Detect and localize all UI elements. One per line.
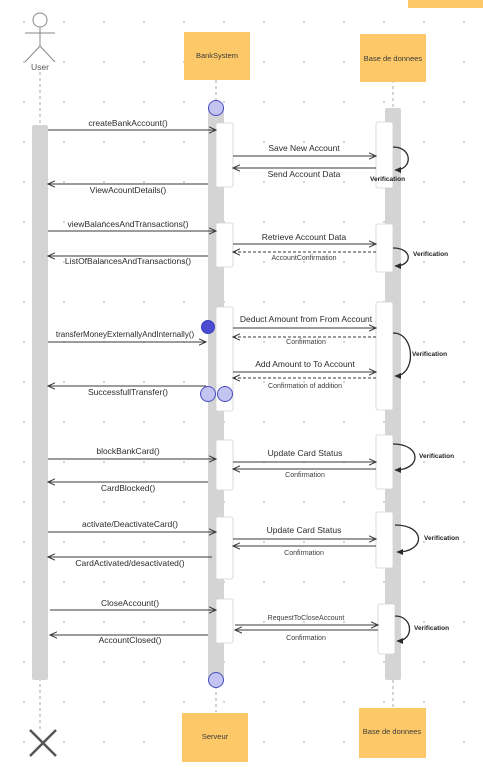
user-actor-label: User — [31, 62, 49, 72]
destroy-icon — [29, 729, 57, 757]
verification-label-4: Verification — [419, 453, 454, 460]
self-loop-4[interactable] — [392, 443, 416, 473]
self-loop-3[interactable] — [392, 332, 412, 379]
verification-label-3: Verification — [412, 351, 447, 358]
label-m16: Update Card Status — [268, 448, 343, 458]
bank-system-header[interactable] — [184, 32, 250, 80]
db-activation-2[interactable] — [375, 223, 394, 273]
bank-system-header-label: BankSystem — [196, 51, 238, 60]
database-footer[interactable] — [359, 708, 426, 758]
transfer-entry-node[interactable] — [201, 320, 215, 334]
db-activation-5[interactable] — [375, 511, 394, 569]
label-m4: ViewAcountDetails() — [90, 185, 167, 195]
bank-start-node[interactable] — [208, 100, 224, 116]
label-m15: blockBankCard() — [96, 446, 159, 456]
bank-activation-3[interactable] — [215, 306, 234, 412]
label-m1: createBankAccount() — [88, 118, 168, 128]
db-activation-3[interactable] — [375, 301, 394, 411]
label-m19: activate/DeactivateCard() — [82, 519, 178, 529]
bank-activation-1[interactable] — [215, 122, 234, 188]
verification-label-6: Verification — [414, 625, 449, 632]
server-footer-label: Serveur — [202, 732, 229, 741]
corner-sticky[interactable] — [408, 0, 483, 8]
verification-label-2: Verification — [413, 251, 448, 258]
bank-activation-4[interactable] — [215, 439, 234, 491]
label-m7: AccountConfirmation — [272, 255, 337, 262]
database-header[interactable] — [360, 34, 426, 82]
label-m10: Confirmation — [286, 339, 326, 346]
label-m8: ListOfBalancesAndTransactions() — [65, 256, 191, 266]
label-m11: transferMoneyExternallyAndInternally() — [56, 330, 195, 339]
database-activations — [375, 121, 396, 655]
self-loop-6[interactable] — [394, 615, 411, 644]
label-m21: Confirmation — [284, 550, 324, 557]
label-m22: CardActivated/desactivated() — [75, 558, 184, 568]
label-m17: Confirmation — [285, 472, 325, 479]
verification-label-1: Verification — [370, 176, 405, 183]
label-m14: SuccessfullTransfer() — [88, 387, 168, 397]
label-m13: Confirmation of addition — [268, 383, 342, 390]
verification-label-5: Verification — [424, 535, 459, 542]
bank-system-activations — [215, 122, 234, 644]
bank-activation-5[interactable] — [215, 516, 234, 580]
bank-activation-6[interactable] — [215, 598, 234, 644]
transfer-exit-node-2[interactable] — [217, 386, 233, 402]
self-loop-2[interactable] — [392, 247, 409, 269]
server-footer[interactable] — [182, 713, 248, 762]
label-m9: Deduct Amount from From Account — [240, 314, 373, 324]
bank-end-node[interactable] — [208, 672, 224, 688]
user-activation-bar[interactable] — [32, 125, 48, 680]
self-loop-5[interactable] — [394, 524, 420, 555]
label-m18: CardBlocked() — [101, 483, 155, 493]
database-header-label: Base de donnees — [364, 54, 423, 63]
label-m2: Save New Account — [268, 143, 340, 153]
self-loops — [392, 146, 420, 644]
label-m6: Retrieve Account Data — [262, 232, 347, 242]
label-m12: Add Amount to To Account — [255, 359, 355, 369]
messages — [48, 130, 378, 635]
label-m20: Update Card Status — [267, 525, 342, 535]
database-footer-label: Base de donnees — [363, 727, 422, 736]
label-m26: AccountClosed() — [99, 635, 162, 645]
label-m23: CloseAccount() — [101, 598, 159, 608]
bank-activation-2[interactable] — [215, 222, 234, 268]
user-actor-icon[interactable] — [24, 12, 56, 63]
label-m25: Confirmation — [286, 635, 326, 642]
transfer-exit-node-1[interactable] — [200, 386, 216, 402]
db-activation-6[interactable] — [377, 603, 396, 655]
label-m24: RequestToCloseAccount — [268, 615, 345, 622]
self-loop-1[interactable] — [392, 146, 409, 173]
label-m3: Send Account Data — [268, 169, 341, 179]
label-m5: viewBalancesAndTransactions() — [67, 219, 188, 229]
db-activation-4[interactable] — [375, 434, 394, 490]
